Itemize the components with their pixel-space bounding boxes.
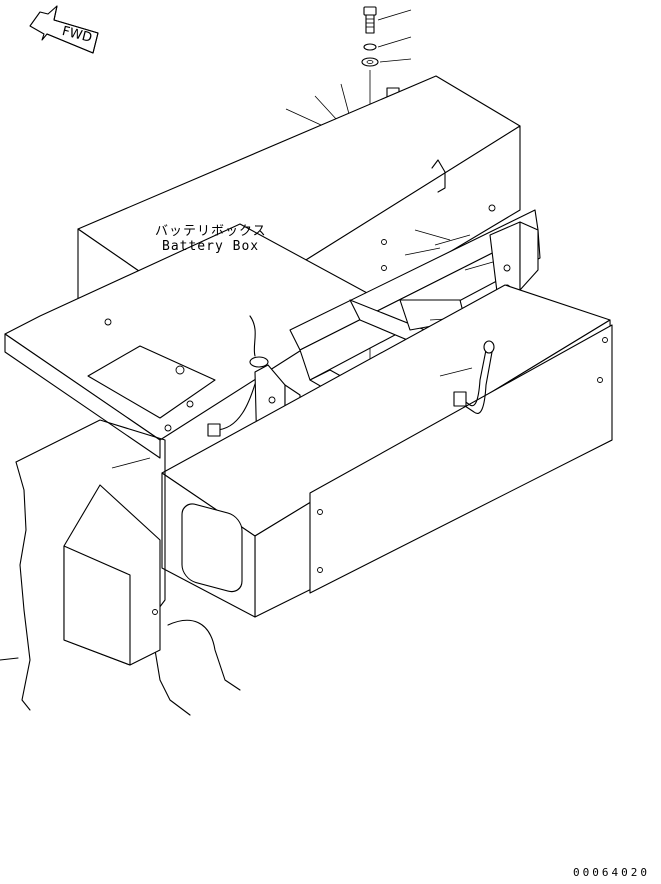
drawing-number: 00064020: [573, 866, 650, 879]
fwd-arrow-icon: [29, 5, 99, 54]
right-bracket: [489, 221, 539, 301]
outer-shell: [161, 284, 613, 618]
battery-box-label-jp: バッテリボックス: [155, 224, 267, 239]
battery-cable: [439, 340, 495, 414]
chassis-outline: [0, 419, 241, 716]
battery-box-label-en: Battery Box: [162, 239, 260, 254]
